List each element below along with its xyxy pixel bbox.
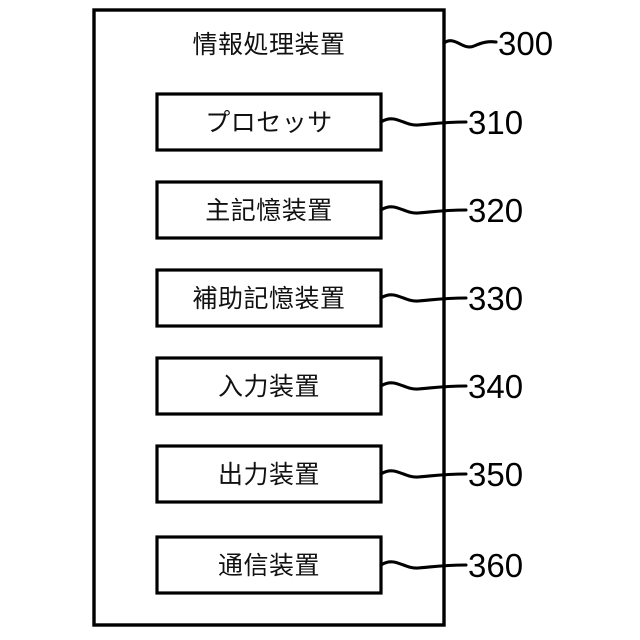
reference-number-360: 360 [468, 547, 523, 584]
leader-line-360 [379, 560, 468, 570]
outer-block-title: 情報処理装置 [192, 30, 345, 59]
reference-number-300: 300 [498, 25, 553, 62]
leader-line-310 [379, 117, 468, 127]
inner-block-main-memory [155, 180, 383, 240]
leader-line-330 [379, 293, 468, 303]
inner-block-label-auxiliary-storage: 補助記憶装置 [192, 284, 345, 313]
inner-block-auxiliary-storage [155, 268, 383, 328]
leader-line-350 [379, 469, 468, 479]
inner-block-output-device [155, 444, 383, 504]
reference-number-340: 340 [468, 368, 523, 405]
leader-line-320 [379, 205, 468, 215]
inner-block-processor [155, 92, 383, 152]
inner-block-label-input-device: 入力装置 [218, 372, 320, 401]
leader-line-300 [442, 39, 498, 49]
inner-block-label-processor: プロセッサ [205, 108, 333, 137]
inner-block-label-output-device: 出力装置 [218, 460, 320, 489]
reference-number-350: 350 [468, 456, 523, 493]
leader-line-340 [379, 381, 468, 391]
inner-block-communication-device [155, 535, 383, 595]
reference-number-320: 320 [468, 192, 523, 229]
reference-number-330: 330 [468, 280, 523, 317]
inner-block-label-communication-device: 通信装置 [218, 551, 320, 580]
inner-block-label-main-memory: 主記憶装置 [205, 196, 333, 225]
reference-number-310: 310 [468, 104, 523, 141]
inner-block-input-device [155, 356, 383, 416]
